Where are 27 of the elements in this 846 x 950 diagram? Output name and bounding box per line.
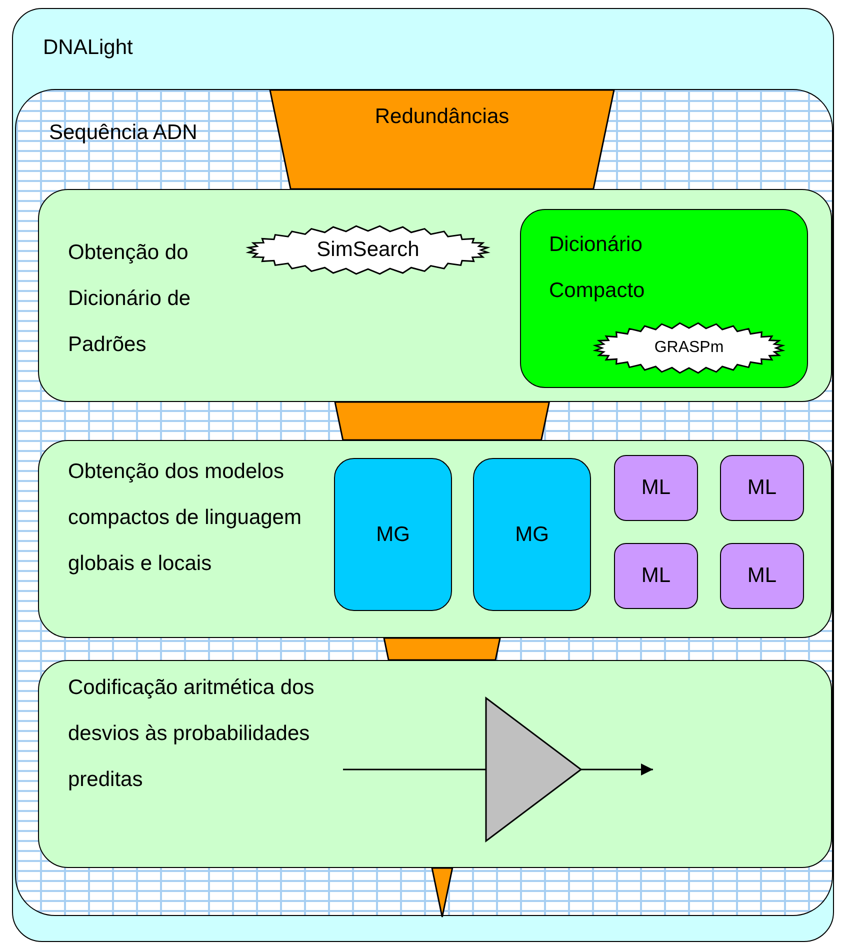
box-label: ML	[747, 476, 777, 500]
model-box	[720, 455, 804, 521]
model-box	[614, 455, 698, 521]
model-box	[473, 458, 591, 611]
box-label: ML	[641, 476, 671, 500]
box-label: ML	[747, 564, 777, 588]
arrow	[581, 764, 653, 776]
panel-title: Sequência ADN	[49, 120, 198, 146]
box-label: MG	[515, 522, 549, 546]
model-box	[720, 543, 804, 609]
panel-title: Obtenção do Dicionário de Padrões	[68, 240, 192, 358]
funnel-label: Redundâncias	[374, 104, 510, 130]
panel-title: DNALight	[43, 35, 134, 61]
starburst-label: GRASPm	[654, 339, 724, 357]
model-box	[614, 543, 698, 609]
stage-panel	[38, 660, 832, 868]
stage-panel	[38, 189, 832, 402]
line	[343, 768, 486, 770]
box-label: ML	[641, 564, 671, 588]
panel-title: Codificação aritmética dos desvios às probabilidades preditas	[68, 675, 316, 793]
stage-panel	[38, 440, 832, 638]
panel-title: Obtenção dos modelos compactos de linguagem globais e locais	[68, 459, 302, 577]
model-box	[334, 458, 452, 611]
starburst-label: SimSearch	[316, 238, 420, 262]
dictionary-box	[520, 209, 808, 388]
box-label: MG	[376, 522, 410, 546]
panel-title: Dicionário Compacto	[549, 232, 646, 304]
